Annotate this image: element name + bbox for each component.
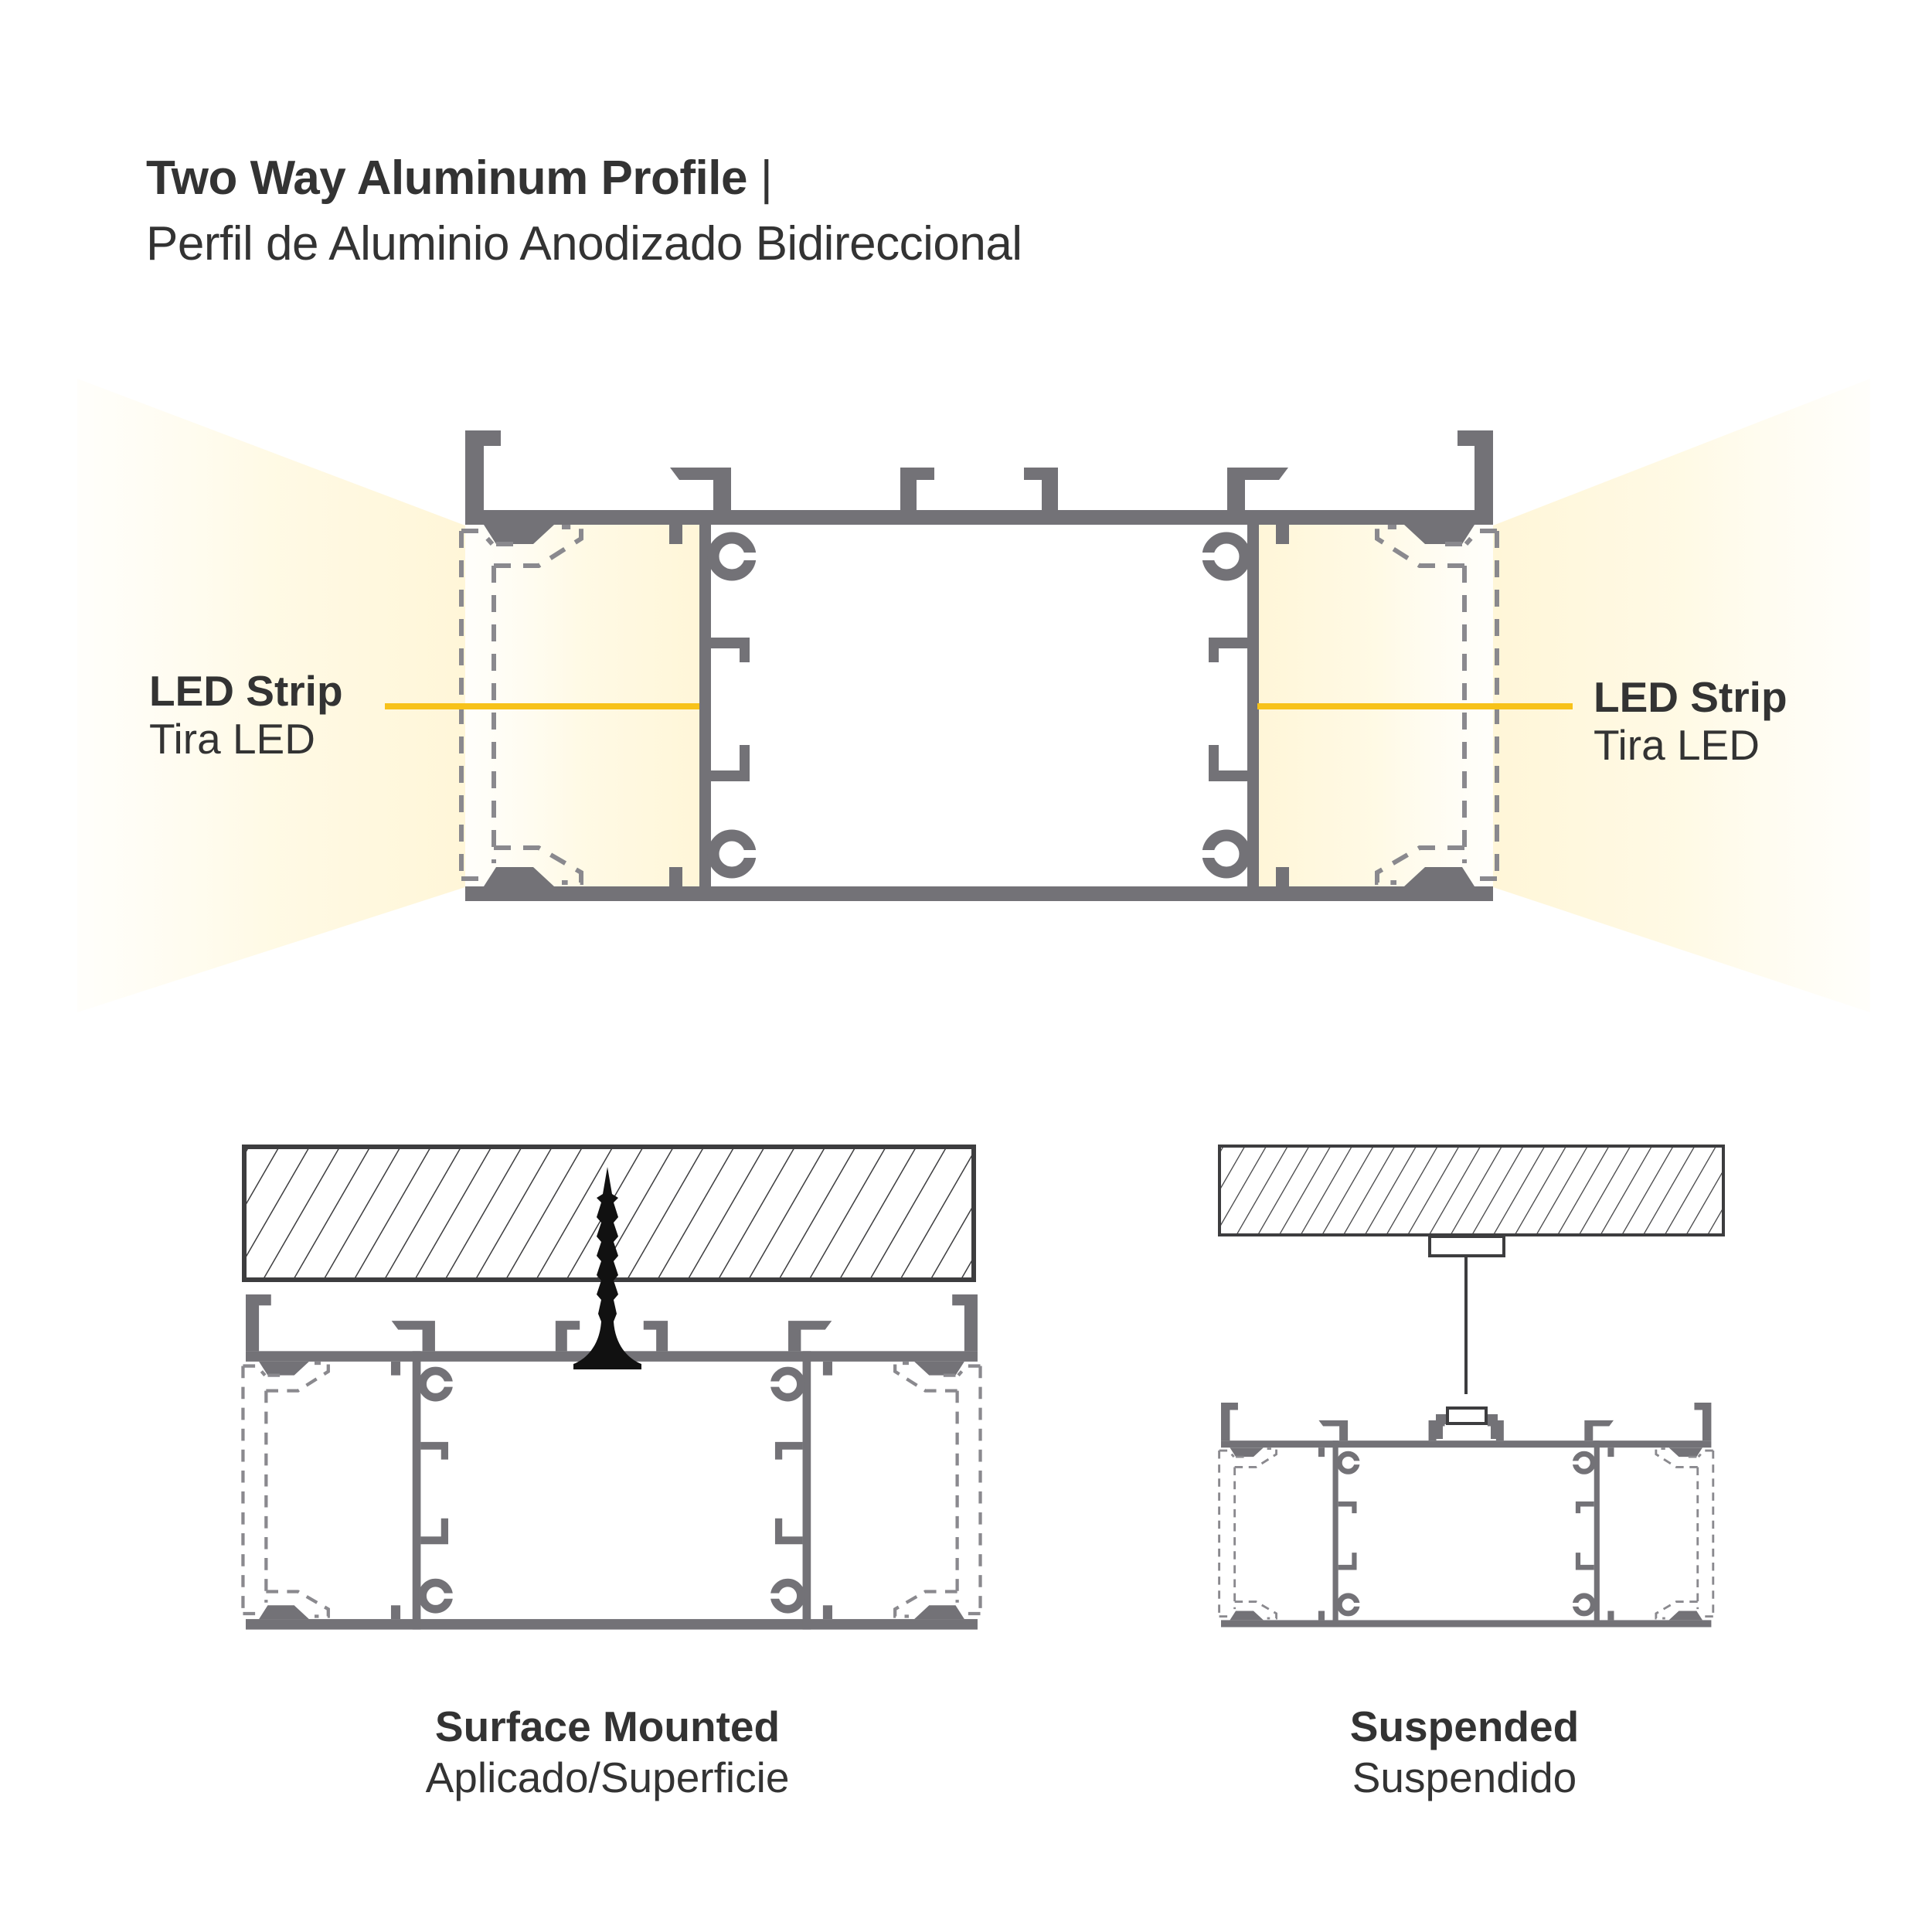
caption-suspended-es: Suspendido (1352, 1753, 1577, 1801)
led-strip-sublabel-right: Tira LED (1594, 721, 1760, 769)
page-subtitle: Perfil de Aluminio Anodizado Bidireccion… (146, 217, 1022, 270)
screw-icon (573, 1167, 641, 1369)
led-strip-line-left (385, 703, 699, 709)
led-strip-label-left: LED Strip (149, 667, 343, 715)
ceiling-slab-suspended (1218, 1145, 1725, 1236)
caption-surface-mounted: Surface Mounted (434, 1702, 781, 1750)
caption-surface-mounted-es: Aplicado/Superficie (425, 1753, 790, 1801)
light-glow-right (1493, 379, 1870, 1012)
suspended-diagram (1218, 1145, 1725, 1627)
led-strip-label-right: LED Strip (1594, 673, 1787, 721)
caption-suspended: Suspended (1349, 1702, 1580, 1750)
title-text: Two Way Aluminum Profile (146, 151, 747, 205)
suspended-profile-icon (1219, 1403, 1713, 1627)
light-glow-left (77, 379, 465, 1012)
led-strip-sublabel-left: Tira LED (149, 715, 315, 763)
ceiling-anchor (1428, 1235, 1505, 1257)
title-separator: | (760, 151, 773, 205)
main-profile-diagram (77, 379, 1870, 1012)
surface-mounted-diagram (243, 1145, 980, 1630)
cable-clamp (1446, 1406, 1488, 1425)
page-title: Two Way Aluminum Profile | (146, 151, 773, 206)
led-strip-line-right (1257, 703, 1573, 709)
